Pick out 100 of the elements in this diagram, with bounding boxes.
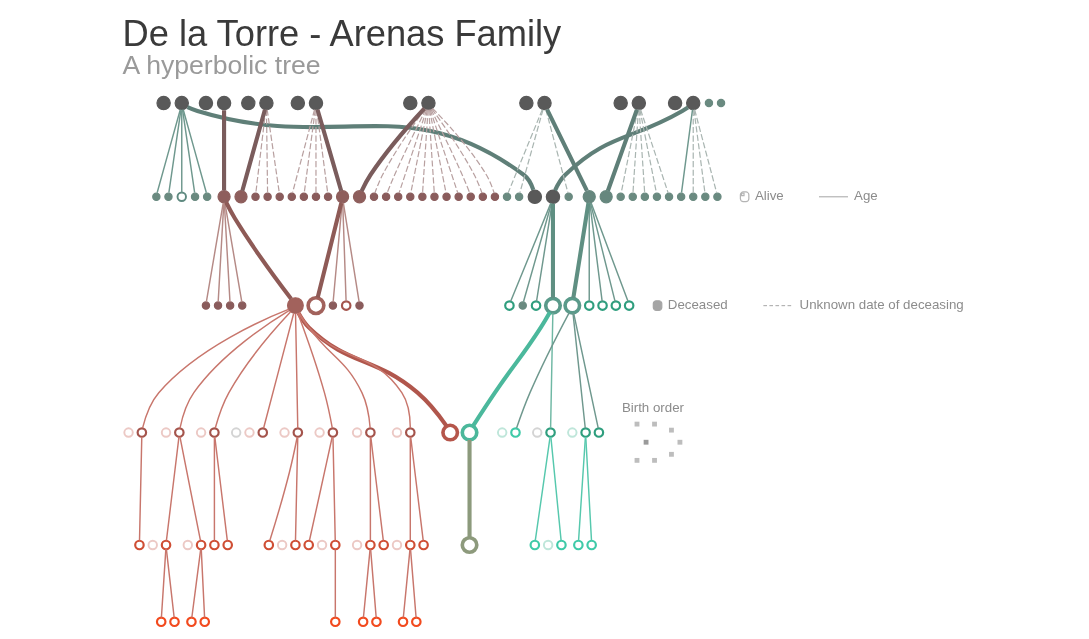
node-circle <box>466 192 475 201</box>
connector <box>572 312 599 429</box>
connector <box>315 202 344 298</box>
legend-label: Unknown date of deceasing <box>799 296 964 312</box>
node-circle <box>397 616 409 628</box>
connector <box>160 548 167 619</box>
node-circle <box>411 616 422 628</box>
connector <box>507 109 543 194</box>
connector <box>224 201 293 300</box>
connector <box>240 109 267 192</box>
connector <box>291 109 316 194</box>
connector <box>640 109 669 194</box>
node-circle <box>593 427 605 438</box>
connector <box>298 311 371 429</box>
node-circle <box>685 95 701 111</box>
node-circle <box>308 95 324 111</box>
node-circle <box>152 192 161 201</box>
connector <box>138 436 143 542</box>
node-circle <box>504 300 515 311</box>
connector <box>255 109 267 194</box>
node-circle <box>174 95 189 111</box>
node-circle <box>241 95 256 111</box>
connector <box>545 108 589 192</box>
node-circle <box>502 192 512 201</box>
connector <box>168 109 182 194</box>
connector <box>165 548 175 619</box>
node-circle <box>216 95 232 111</box>
node-circle <box>652 192 662 201</box>
node-circle <box>371 616 382 628</box>
node-circle <box>599 190 613 204</box>
connector <box>214 311 292 429</box>
node-circle <box>667 95 683 111</box>
node-circle <box>628 192 637 201</box>
connector <box>297 312 334 429</box>
node-circle <box>460 535 479 555</box>
node-circle <box>355 301 364 310</box>
connector <box>200 548 206 619</box>
connector <box>370 436 384 542</box>
connector <box>409 436 411 542</box>
connector <box>181 109 196 194</box>
node-circle <box>290 95 306 111</box>
connector <box>519 109 544 194</box>
connector <box>694 109 718 194</box>
node-circle <box>640 192 650 201</box>
connector <box>571 202 591 299</box>
connector <box>572 312 586 429</box>
connector <box>315 109 344 192</box>
connector <box>205 202 224 303</box>
connector <box>535 202 553 303</box>
node-circle <box>186 616 197 628</box>
node-circle <box>616 192 625 201</box>
node-circle <box>335 190 350 204</box>
connector <box>265 109 269 194</box>
node-circle <box>631 95 647 111</box>
node-circle <box>582 190 596 204</box>
node-circle <box>490 192 500 201</box>
node-circle <box>542 539 554 551</box>
connector <box>369 548 377 619</box>
node-circle <box>530 300 542 311</box>
node-circle <box>365 427 376 438</box>
node-circle <box>209 539 220 551</box>
connector <box>334 548 337 619</box>
node-circle <box>213 301 223 310</box>
node-circle <box>545 427 556 438</box>
node-circle <box>597 300 608 311</box>
node-circle <box>351 539 363 551</box>
node-circle <box>365 539 376 551</box>
node-circle <box>306 295 326 316</box>
connector <box>522 202 553 303</box>
connector <box>680 109 694 194</box>
node-circle <box>404 427 416 438</box>
connector <box>224 202 243 303</box>
node-circle <box>351 427 363 438</box>
connector <box>269 436 298 542</box>
node-circle <box>510 427 521 438</box>
connector <box>577 436 587 542</box>
node-circle <box>543 296 563 315</box>
node-circle <box>532 427 543 438</box>
connector <box>421 109 429 194</box>
node-circle <box>556 539 567 551</box>
connector <box>303 109 316 194</box>
node-circle <box>406 192 415 201</box>
connector <box>693 109 706 194</box>
connector <box>179 309 290 429</box>
node-circle <box>327 427 339 438</box>
node-circle <box>454 192 463 201</box>
connector <box>553 105 689 192</box>
node-circle <box>290 539 301 551</box>
node-circle <box>613 95 628 111</box>
node-circle <box>263 539 275 551</box>
node-circle <box>421 95 436 111</box>
connector <box>165 436 180 542</box>
node-circle <box>418 192 427 201</box>
connector <box>550 436 562 542</box>
connector <box>590 202 629 303</box>
node-circle <box>564 192 573 201</box>
node-circle <box>286 297 304 315</box>
node-circle <box>529 539 541 551</box>
node-circle <box>430 192 439 201</box>
node-circle <box>299 192 309 201</box>
